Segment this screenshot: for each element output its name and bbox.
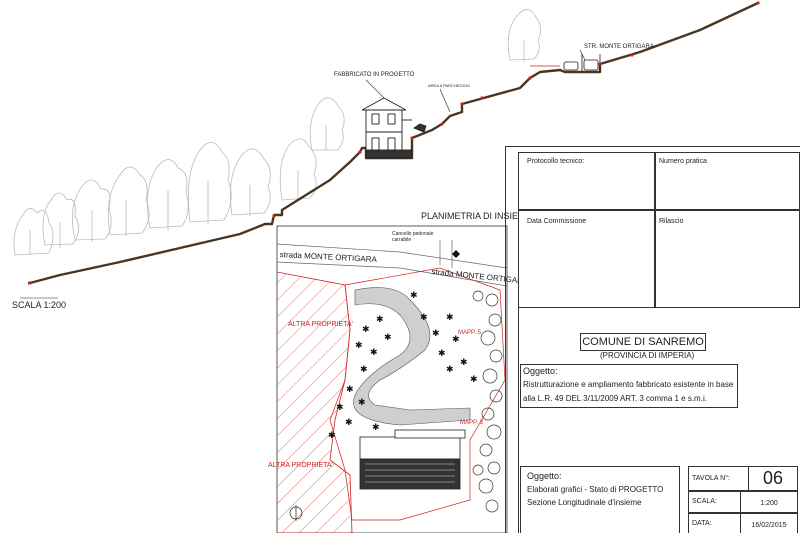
svg-text:✱: ✱	[446, 364, 454, 374]
north-arrow-icon	[289, 505, 303, 521]
svg-text:✱: ✱	[376, 314, 384, 324]
svg-text:✱: ✱	[446, 312, 454, 322]
scala-label: SCALA:	[692, 498, 717, 505]
svg-text:✱: ✱	[420, 312, 428, 322]
svg-text:✱: ✱	[384, 332, 392, 342]
rilascio-cell: Rilascio	[655, 210, 800, 308]
oggetto2-line2: Sezione Longitudinale d'insieme	[527, 498, 642, 507]
title-block-outer-frame	[505, 146, 800, 533]
building-footprint	[359, 429, 466, 490]
mapp-label-2: MAPP. 3	[460, 420, 483, 426]
svg-text:✱: ✱	[336, 402, 344, 412]
longitudinal-section	[13, 1, 760, 299]
tree-silhouettes	[13, 9, 541, 256]
svg-text:✱: ✱	[362, 324, 370, 334]
site-plan: ✱✱✱ ✱✱✱ ✱✱✱ ✱✱✱ ✱✱✱ ✱✱✱ ✱✱✱	[276, 225, 508, 533]
leader-lines	[20, 49, 586, 299]
svg-text:✱: ✱	[345, 417, 353, 427]
svg-text:✱: ✱	[452, 334, 460, 344]
other-property-label-1: ALTRA PROPRIETA'	[288, 321, 353, 328]
svg-text:✱: ✱	[355, 340, 363, 350]
oggetto2-cell: Oggetto: Elaborati grafici - Stato di PR…	[520, 466, 680, 533]
road-section	[530, 54, 601, 72]
mapp-label-1: MAPP. 5	[458, 330, 481, 336]
numero-pratica-cell: Numero pratica	[655, 152, 800, 210]
data-commissione-cell: Data Commissione	[518, 210, 655, 308]
svg-text:✱: ✱	[358, 397, 366, 407]
svg-text:✱: ✱	[370, 347, 378, 357]
comune-title: COMUNE DI SANREMO	[580, 333, 706, 351]
other-property-label-2: ALTRA PROPRIETA'	[268, 462, 333, 469]
parking-label: AREA A PARCHEGGIO	[428, 83, 470, 88]
building-section	[361, 97, 427, 159]
provincia-subtitle: PROVINCIA DI IMPERIA	[600, 351, 694, 360]
plan-title: PLANIMETRIA DI INSIEME	[421, 211, 532, 221]
svg-text:✱: ✱	[470, 374, 478, 384]
tavola-value: 06	[762, 468, 784, 488]
tavola-label: TAVOLA N°:	[692, 475, 730, 482]
rilascio-label: Rilascio	[659, 218, 684, 225]
svg-text:✱: ✱	[432, 328, 440, 338]
scala-value-cell: 1:200	[740, 491, 798, 513]
gate-note: Cancello pedonale carrabile	[392, 231, 434, 243]
data-value: 16/02/2015	[751, 522, 787, 529]
oggetto-cell: Oggetto: Ristrutturazione e ampliamento …	[520, 364, 738, 408]
data-value-cell: 16/02/2015	[740, 513, 798, 533]
oggetto-line2: alla L.R. 49 DEL 3/11/2009 ART. 3 comma …	[523, 394, 707, 403]
road-label: STR. MONTE ORTIGARA	[584, 44, 654, 50]
oggetto-label: Oggetto:	[523, 366, 558, 376]
svg-text:✱: ✱	[460, 357, 468, 367]
svg-text:✱: ✱	[410, 290, 418, 300]
svg-text:✱: ✱	[372, 422, 380, 432]
building-label: FABBRICATO IN PROGETTO	[334, 72, 415, 78]
data-label: DATA:	[692, 520, 712, 527]
svg-text:✱: ✱	[438, 348, 446, 358]
oggetto2-label: Oggetto:	[527, 471, 562, 481]
oggetto-line1: Ristrutturazione e ampliamento fabbricat…	[523, 380, 734, 389]
numero-pratica-label: Numero pratica	[659, 158, 707, 165]
svg-text:✱: ✱	[360, 364, 368, 374]
svg-text:✱: ✱	[328, 430, 336, 440]
scale-label: SCALA 1:200	[12, 300, 67, 310]
svg-text:✱: ✱	[346, 384, 354, 394]
oggetto2-line1: Elaborati grafici - Stato di PROGETTO	[527, 485, 664, 494]
protocollo-cell: Protocollo tecnico:	[518, 152, 655, 210]
protocollo-label: Protocollo tecnico:	[527, 158, 585, 165]
elevation-markers	[28, 1, 760, 285]
tavola-value-cell: 06	[748, 466, 798, 491]
gate-marker-icon	[452, 250, 460, 258]
plan-round-trees	[472, 290, 503, 513]
data-commissione-label: Data Commissione	[527, 218, 587, 225]
property-boundary	[329, 267, 506, 521]
driveway	[353, 287, 471, 426]
scala-value: 1:200	[760, 500, 778, 507]
plan-trees: ✱✱✱ ✱✱✱ ✱✱✱ ✱✱✱ ✱✱✱ ✱✱✱ ✱✱✱	[328, 290, 478, 440]
